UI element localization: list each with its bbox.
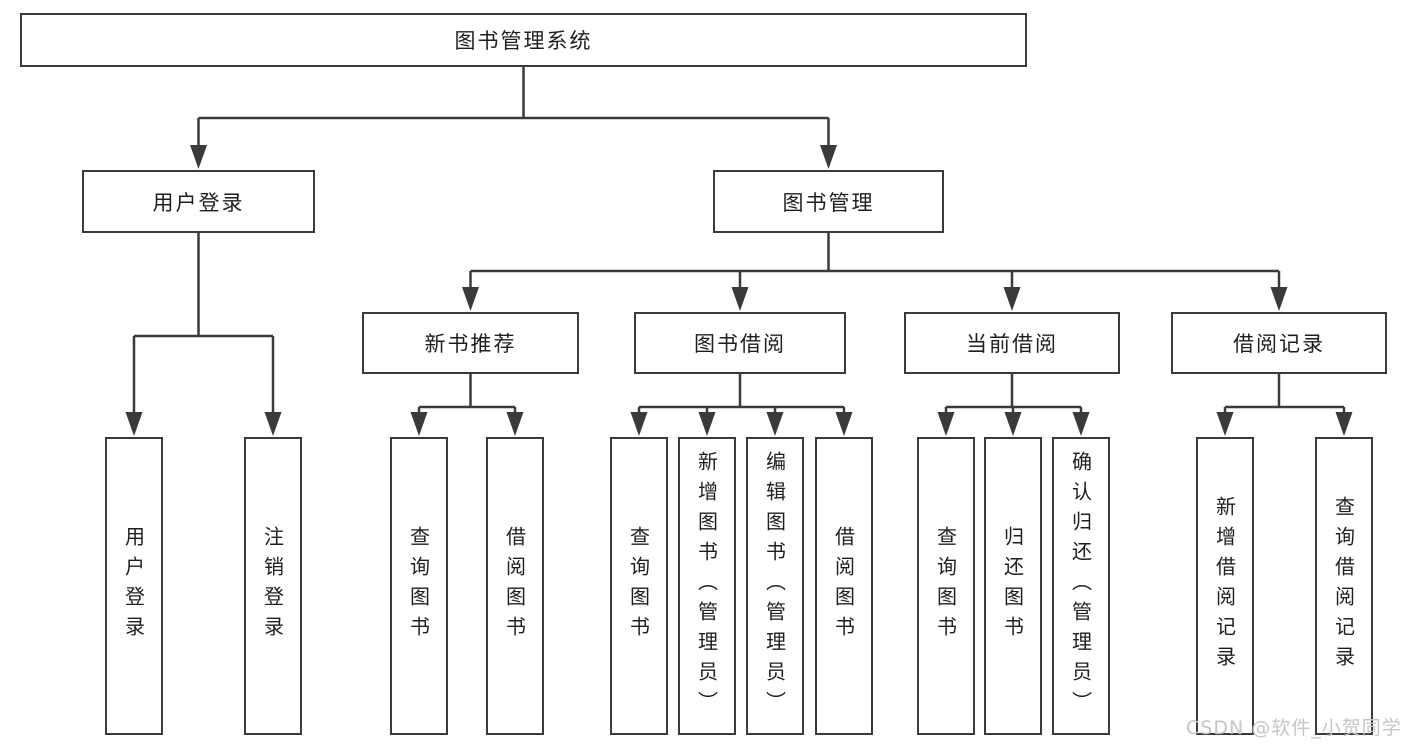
- arrowhead: [820, 145, 837, 169]
- node-current-borrow: 当前借阅: [904, 312, 1120, 374]
- arrowhead: [1270, 287, 1288, 311]
- node-root-system: 图书管理系统: [20, 13, 1027, 67]
- leaf-query-books-1-label: 查询图书: [406, 526, 431, 646]
- leaf-query-books-3: 查询图书: [917, 437, 975, 735]
- leaf-borrow-books-2: 借阅图书: [815, 437, 873, 735]
- connector-current-borrow-children: [937, 373, 1090, 436]
- node-new-book-recommend-label: 新书推荐: [424, 332, 517, 356]
- leaf-add-books-admin: 新增图书（管理员）: [678, 437, 736, 735]
- leaf-confirm-return-admin: 确认归还（管理员）: [1052, 437, 1110, 735]
- leaf-user-login-label: 用户登录: [121, 526, 146, 646]
- node-borrow-records-label: 借阅记录: [1233, 332, 1325, 356]
- leaf-borrow-books-1: 借阅图书: [486, 437, 544, 735]
- arrowhead: [1072, 412, 1090, 436]
- arrowhead: [698, 412, 716, 436]
- node-book-borrow-label: 图书借阅: [694, 332, 786, 356]
- leaf-add-borrow-record: 新增借阅记录: [1196, 437, 1254, 735]
- connector-new-book-recommend-children: [410, 373, 524, 436]
- leaf-user-login: 用户登录: [105, 437, 163, 735]
- node-root-label: 图书管理系统: [454, 29, 593, 53]
- arrowhead: [630, 412, 648, 436]
- leaf-query-borrow-record: 查询借阅记录: [1315, 437, 1373, 735]
- leaf-edit-books-admin-label: 编辑图书（管理员）: [762, 451, 787, 721]
- leaf-query-books-3-label: 查询图书: [933, 526, 958, 646]
- leaf-logout-label: 注销登录: [260, 526, 285, 646]
- node-book-management-label: 图书管理: [782, 190, 875, 215]
- arrowhead: [462, 287, 479, 311]
- connector-book-management-children: [462, 232, 1288, 311]
- arrowhead: [1003, 287, 1021, 311]
- arrowhead: [125, 412, 143, 436]
- leaf-confirm-return-admin-label: 确认归还（管理员）: [1068, 451, 1093, 721]
- node-current-borrow-label: 当前借阅: [966, 332, 1058, 356]
- leaf-query-borrow-record-label: 查询借阅记录: [1331, 496, 1356, 676]
- arrowhead: [410, 412, 428, 436]
- leaf-add-borrow-record-label: 新增借阅记录: [1212, 496, 1237, 676]
- leaf-add-books-admin-label: 新增图书（管理员）: [694, 451, 719, 721]
- connector-root-to-level2: [190, 66, 837, 169]
- arrowhead: [1004, 412, 1022, 436]
- leaf-borrow-books-1-label: 借阅图书: [502, 526, 527, 646]
- leaf-logout: 注销登录: [244, 437, 302, 735]
- arrowhead: [937, 412, 955, 436]
- leaf-query-books-2: 查询图书: [610, 437, 668, 735]
- leaf-return-books: 归还图书: [984, 437, 1042, 735]
- arrowhead: [190, 145, 207, 169]
- leaf-query-books-2-label: 查询图书: [626, 526, 651, 646]
- leaf-return-books-label: 归还图书: [1000, 526, 1025, 646]
- node-new-book-recommend: 新书推荐: [362, 312, 579, 374]
- node-book-management: 图书管理: [713, 170, 944, 233]
- leaf-query-books-1: 查询图书: [390, 437, 448, 735]
- node-user-login-label: 用户登录: [152, 190, 245, 215]
- csdn-watermark: CSDN @软件_小贺同学: [1186, 717, 1402, 739]
- node-borrow-records: 借阅记录: [1171, 312, 1387, 374]
- leaf-edit-books-admin: 编辑图书（管理员）: [746, 437, 804, 735]
- node-user-login: 用户登录: [82, 170, 315, 233]
- arrowhead: [731, 287, 749, 311]
- arrowhead: [506, 412, 524, 436]
- connector-book-borrow-children: [630, 373, 853, 436]
- connector-user-login-children: [125, 232, 282, 436]
- node-book-borrow: 图书借阅: [634, 312, 846, 374]
- arrowhead: [835, 412, 853, 436]
- arrowhead: [1216, 412, 1234, 436]
- arrowhead: [766, 412, 784, 436]
- arrowhead: [1335, 412, 1353, 436]
- connector-borrow-records-children: [1216, 373, 1353, 436]
- arrowhead: [264, 412, 282, 436]
- leaf-borrow-books-2-label: 借阅图书: [831, 526, 856, 646]
